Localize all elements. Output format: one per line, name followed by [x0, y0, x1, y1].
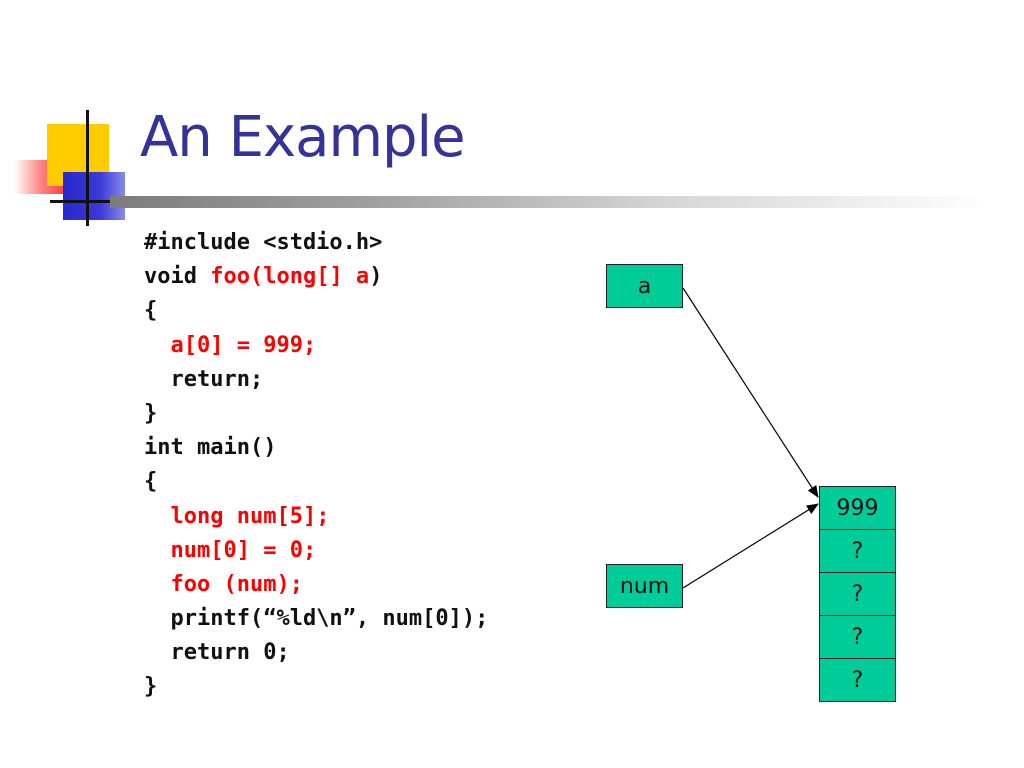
code-text: printf(“%ld\n”, num[0]);	[144, 606, 489, 632]
code-text: )	[369, 264, 383, 290]
code-line: printf(“%ld\n”, num[0]);	[144, 602, 488, 636]
code-highlight: a[0] = 999;	[170, 332, 317, 358]
code-text	[144, 333, 171, 358]
code-text: #include <stdio.h>	[144, 230, 383, 255]
array-cell: ?	[819, 615, 896, 659]
code-text: void	[144, 264, 211, 290]
code-line: }	[144, 397, 488, 431]
code-line: long num[5];	[144, 500, 488, 534]
code-line: return;	[144, 363, 488, 397]
code-line: {	[144, 465, 488, 499]
code-highlight: foo(long[] a	[210, 264, 370, 290]
code-highlight: long num[5];	[170, 503, 330, 529]
code-text: }	[144, 674, 158, 700]
code-line: a[0] = 999;	[144, 329, 488, 363]
title-underline-rule	[110, 196, 990, 208]
pointer-box-a: a	[606, 264, 683, 308]
code-line: }	[144, 670, 488, 704]
decor-vertical-line	[86, 110, 89, 226]
arrow-num-to-array	[682, 503, 819, 589]
code-text: return;	[144, 366, 264, 392]
code-line: {	[144, 294, 488, 328]
code-text: }	[144, 400, 158, 426]
arrow-a-to-array	[682, 287, 819, 498]
code-text: int main()	[144, 435, 277, 461]
array-cell: ?	[819, 572, 896, 616]
array-cell: ?	[819, 658, 896, 702]
code-line: #include <stdio.h>	[144, 226, 488, 260]
code-line: int main()	[144, 431, 488, 465]
decor-horizontal-line	[50, 200, 140, 203]
code-listing: #include <stdio.h> void foo(long[] a) { a[…	[144, 226, 488, 705]
pointer-box-num: num	[606, 564, 683, 608]
code-text: return 0;	[144, 640, 290, 666]
slide-title: An Example	[140, 105, 466, 170]
code-text	[144, 504, 171, 529]
code-highlight: foo (num);	[170, 571, 303, 597]
code-text: {	[144, 298, 158, 324]
code-text	[144, 538, 171, 563]
code-text	[144, 572, 171, 597]
code-line: void foo(long[] a)	[144, 260, 488, 294]
code-text: {	[144, 469, 158, 495]
code-line: num[0] = 0;	[144, 534, 488, 568]
code-line: foo (num);	[144, 568, 488, 602]
array-cell: ?	[819, 529, 896, 573]
code-line: return 0;	[144, 636, 488, 670]
code-highlight: num[0] = 0;	[170, 537, 317, 563]
array-cell: 999	[819, 486, 896, 530]
